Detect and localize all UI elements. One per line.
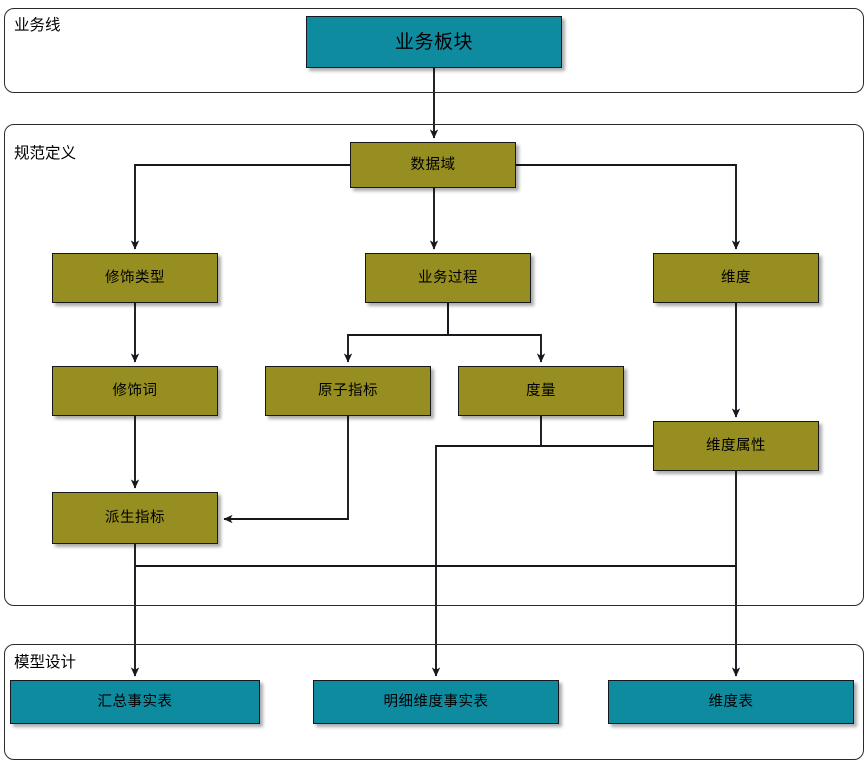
- node-derived-metric-label: 派生指标: [105, 509, 165, 526]
- node-business-process-label: 业务过程: [418, 269, 478, 286]
- group-model-design-label: 模型设计: [14, 653, 77, 671]
- edge-measure-to-detail-dim-fact-table: [431, 416, 542, 677]
- node-measure-label: 度量: [526, 382, 556, 399]
- node-data-domain-label: 数据域: [410, 156, 456, 173]
- node-dimension-table-label: 维度表: [708, 693, 754, 710]
- group-spec-def-box: [4, 124, 864, 606]
- node-business-segment-label: 业务板块: [394, 30, 473, 53]
- edge-data-domain-to-modifier-type: [130, 164, 350, 250]
- group-spec-def-label: 规范定义: [14, 144, 77, 162]
- node-dimension-attribute[interactable]: 维度属性: [653, 421, 819, 471]
- node-modifier-word[interactable]: 修饰词: [52, 366, 218, 416]
- node-dimension-attribute-label: 维度属性: [706, 437, 766, 454]
- node-dimension-label: 维度: [721, 269, 751, 286]
- node-derived-metric[interactable]: 派生指标: [52, 492, 218, 544]
- node-atomic-metric[interactable]: 原子指标: [265, 366, 431, 416]
- group-business-line-box: [4, 8, 864, 93]
- node-atomic-metric-label: 原子指标: [318, 382, 378, 399]
- node-data-domain[interactable]: 数据域: [350, 142, 516, 188]
- edge-atomic-metric-to-derived-metric: [223, 416, 349, 524]
- edge-data-domain-to-dimension: [516, 164, 741, 250]
- node-detail-dim-fact-table[interactable]: 明细维度事实表: [313, 680, 559, 724]
- node-detail-dim-fact-table-label: 明细维度事实表: [383, 693, 489, 710]
- node-summary-fact-table-label: 汇总事实表: [97, 693, 173, 710]
- node-modifier-type-label: 修饰类型: [105, 269, 165, 286]
- group-business-line-label: 业务线: [14, 16, 61, 34]
- node-business-segment[interactable]: 业务板块: [306, 16, 562, 68]
- edge-business-process-to-measure: [447, 303, 546, 363]
- group-model-design-box: [4, 644, 864, 760]
- node-modifier-type[interactable]: 修饰类型: [52, 253, 218, 303]
- node-business-process[interactable]: 业务过程: [365, 253, 531, 303]
- node-modifier-word-label: 修饰词: [112, 382, 158, 399]
- node-summary-fact-table[interactable]: 汇总事实表: [10, 680, 260, 724]
- node-measure[interactable]: 度量: [458, 366, 624, 416]
- node-dimension[interactable]: 维度: [653, 253, 819, 303]
- node-dimension-table[interactable]: 维度表: [608, 680, 854, 724]
